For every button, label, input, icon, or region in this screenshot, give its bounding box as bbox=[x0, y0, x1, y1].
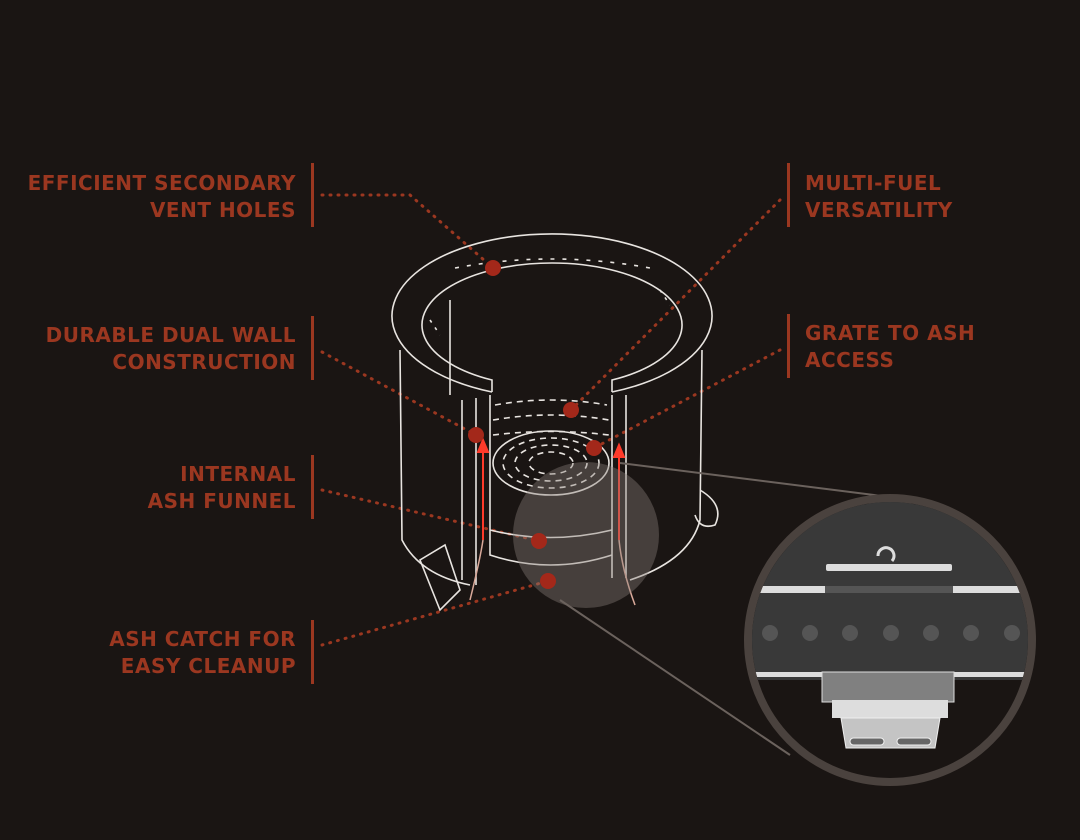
callout-line: MULTI-FUEL bbox=[805, 171, 942, 195]
callout-ash-funnel: INTERNAL ASH FUNNEL bbox=[148, 461, 296, 515]
callout-line: ASH FUNNEL bbox=[147, 489, 296, 513]
callout-line: VERSATILITY bbox=[805, 198, 953, 222]
leader-dual-wall bbox=[320, 350, 478, 437]
callout-vent-holes: EFFICIENT SECONDARY VENT HOLES bbox=[28, 170, 296, 224]
callout-line: INTERNAL bbox=[180, 462, 296, 486]
callout-dual-wall: DURABLE DUAL WALL CONSTRUCTION bbox=[46, 322, 296, 376]
leader-ash-catch bbox=[320, 579, 550, 647]
leader-vent-holes bbox=[320, 193, 495, 270]
divider-bar bbox=[311, 163, 314, 227]
callout-line: CONSTRUCTION bbox=[112, 350, 296, 374]
leader-grate-ash bbox=[592, 348, 782, 450]
callout-dots bbox=[468, 260, 602, 589]
callout-line: DURABLE DUAL WALL bbox=[45, 323, 296, 347]
detail-inset bbox=[744, 494, 1036, 786]
airflow-arrows bbox=[476, 437, 626, 540]
magnifier-lens bbox=[513, 462, 659, 608]
callout-line: VENT HOLES bbox=[149, 198, 296, 222]
leader-multi-fuel bbox=[569, 198, 782, 412]
callout-line: EASY CLEANUP bbox=[120, 654, 296, 678]
callout-line: GRATE TO ASH bbox=[805, 321, 976, 345]
divider-bar bbox=[311, 316, 314, 380]
divider-bar bbox=[787, 163, 790, 227]
callout-line: ACCESS bbox=[805, 348, 895, 372]
callout-line: EFFICIENT SECONDARY bbox=[27, 171, 296, 195]
callout-multi-fuel: MULTI-FUEL VERSATILITY bbox=[805, 170, 953, 224]
grate-slots bbox=[429, 258, 671, 489]
hex-holes bbox=[762, 625, 1020, 641]
divider-bar bbox=[311, 620, 314, 684]
callout-line: ASH CATCH FOR bbox=[109, 627, 296, 651]
callout-grate-ash: GRATE TO ASH ACCESS bbox=[805, 320, 975, 374]
callout-ash-catch: ASH CATCH FOR EASY CLEANUP bbox=[109, 626, 296, 680]
divider-bar bbox=[787, 314, 790, 378]
divider-bar bbox=[311, 455, 314, 519]
airflow-paths bbox=[469, 539, 636, 606]
